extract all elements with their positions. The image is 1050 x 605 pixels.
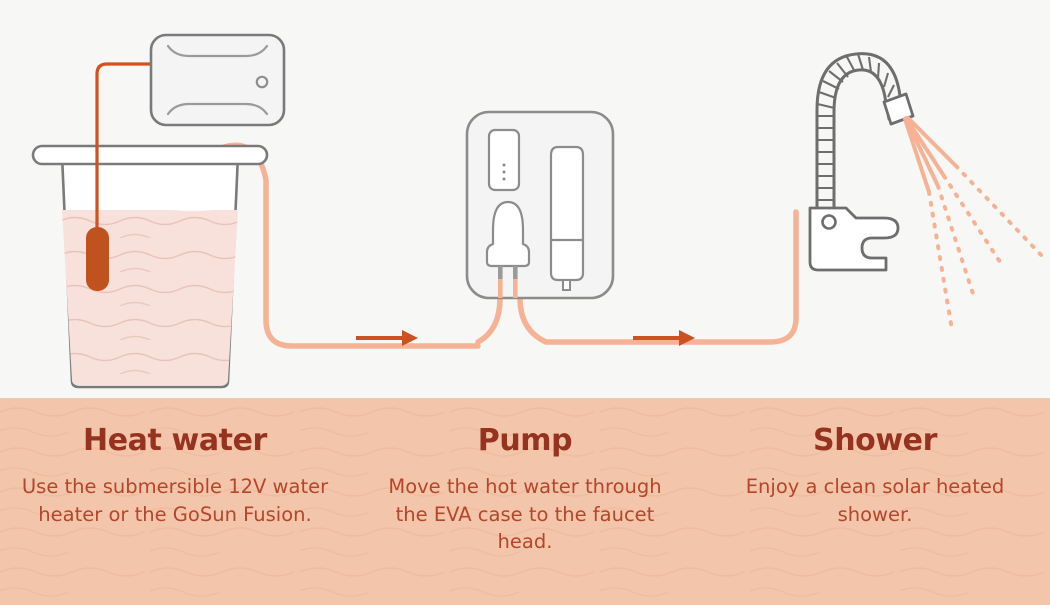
caption-column-heat-water: Heat water Use the submersible 12V water… [0,424,350,605]
caption-columns: Heat water Use the submersible 12V water… [0,398,1050,605]
caption-body-heat-water: Use the submersible 12V water heater or … [21,475,329,526]
caption-heading-pump: Pump [477,423,573,458]
heat-water-stage [31,33,481,389]
caption-body-shower: Enjoy a clean solar heated shower. [745,475,1005,526]
gooseneck-ribs [817,53,895,202]
power-bank [149,33,286,127]
illustration-panel [31,33,1046,389]
filter-cylinder [549,145,585,291]
shower-stage [808,52,1046,332]
caption-heading-shower: Shower [812,423,938,458]
wave-texture [0,398,1050,605]
pump-inlet-hose [475,295,503,345]
gooseneck-outline-right [832,68,891,210]
pump-outlet-hose [517,209,799,345]
flow-arrow-2 [633,330,695,346]
caption-column-pump: Pump Move the hot water through the EVA … [350,424,700,605]
caption-heading-heat-water: Heat water [83,423,267,458]
clamp-knob [821,214,837,230]
process-illustration [31,33,1046,389]
bucket-rim [31,144,269,166]
battery-pack [487,128,521,192]
water-spray [903,116,1046,332]
heater-power-cord [95,62,154,232]
power-bank-button [255,75,269,89]
caption-body-pump: Move the hot water through the EVA case … [388,475,662,554]
pump-stage [465,110,799,345]
flow-arrow-1 [356,330,418,346]
submersible-heater [86,227,109,291]
caption-column-shower: Shower Enjoy a clean solar heated shower… [700,424,1050,605]
bucket-water [62,210,238,385]
caption-panel: Heat water Use the submersible 12V water… [0,398,1050,605]
gooseneck-outline-left [815,52,905,210]
pump-unit [485,200,531,298]
